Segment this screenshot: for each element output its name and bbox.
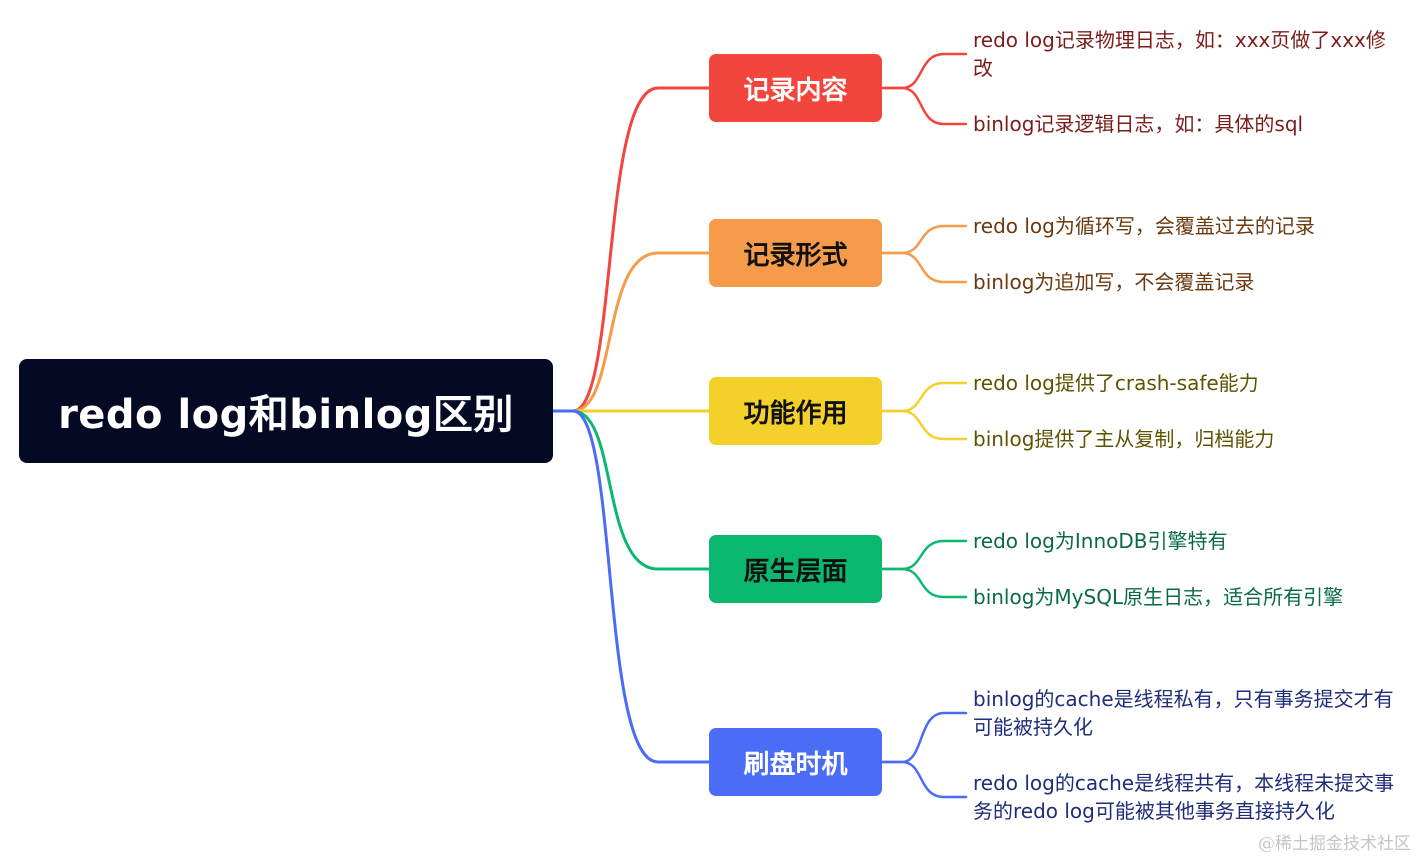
branch-native-level[interactable]: 原生层面 bbox=[709, 535, 882, 603]
branch-label: 原生层面 bbox=[743, 556, 848, 587]
root-topic-label: redo log和binlog区别 bbox=[58, 392, 514, 438]
branch-leaf-connector bbox=[880, 760, 968, 799]
root-branch-connector bbox=[551, 409, 711, 571]
branch-label: 功能作用 bbox=[743, 398, 848, 429]
branch-function[interactable]: 功能作用 bbox=[709, 377, 882, 445]
branch-leaf-connector bbox=[880, 224, 968, 255]
leaf-topic[interactable]: redo log记录物理日志，如：xxx页做了xxx修改 bbox=[973, 28, 1386, 80]
leaf-topic[interactable]: binlog的cache是线程私有，只有事务提交才有可能被持久化 bbox=[973, 687, 1394, 739]
watermark: @稀土掘金技术社区 bbox=[1258, 834, 1411, 854]
branch-leaf-connector bbox=[880, 86, 968, 126]
branch-record-form[interactable]: 记录形式 bbox=[709, 219, 882, 287]
branch-label: 刷盘时机 bbox=[743, 749, 848, 780]
leaf-topic[interactable]: redo log的cache是线程共有，本线程未提交事务的redo log可能被… bbox=[973, 771, 1395, 823]
branch-leaf-connector bbox=[880, 52, 968, 90]
branch-flush-timing[interactable]: 刷盘时机 bbox=[709, 728, 882, 796]
branch-label: 记录形式 bbox=[743, 240, 848, 271]
leaf-topic[interactable]: binlog提供了主从复制，归档能力 bbox=[973, 427, 1275, 451]
branch-label: 记录内容 bbox=[743, 75, 848, 106]
root-branch-connector bbox=[551, 86, 711, 413]
root-branch-connector bbox=[551, 409, 711, 764]
branch-leaf-connector bbox=[880, 409, 968, 441]
branch-leaf-connector bbox=[880, 567, 968, 599]
leaf-topic[interactable]: binlog为追加写，不会覆盖记录 bbox=[973, 270, 1255, 294]
leaf-topic[interactable]: redo log为循环写，会覆盖过去的记录 bbox=[973, 214, 1315, 238]
leaf-topic[interactable]: binlog记录逻辑日志，如：具体的sql bbox=[973, 112, 1304, 136]
leaf-topic[interactable]: redo log为InnoDB引擎特有 bbox=[973, 529, 1228, 553]
leaf-topic[interactable]: redo log提供了crash-safe能力 bbox=[973, 371, 1259, 395]
branch-leaf-connector bbox=[880, 251, 968, 284]
branch-record-content[interactable]: 记录内容 bbox=[709, 54, 882, 122]
leaf-topic[interactable]: binlog为MySQL原生日志，适合所有引擎 bbox=[973, 585, 1344, 609]
branch-leaf-connector bbox=[880, 381, 968, 413]
branch-leaf-connector bbox=[880, 539, 968, 571]
root-branch-connector bbox=[551, 251, 711, 413]
root-topic[interactable]: redo log和binlog区别 bbox=[19, 359, 553, 463]
branch-leaf-connector bbox=[880, 711, 968, 764]
